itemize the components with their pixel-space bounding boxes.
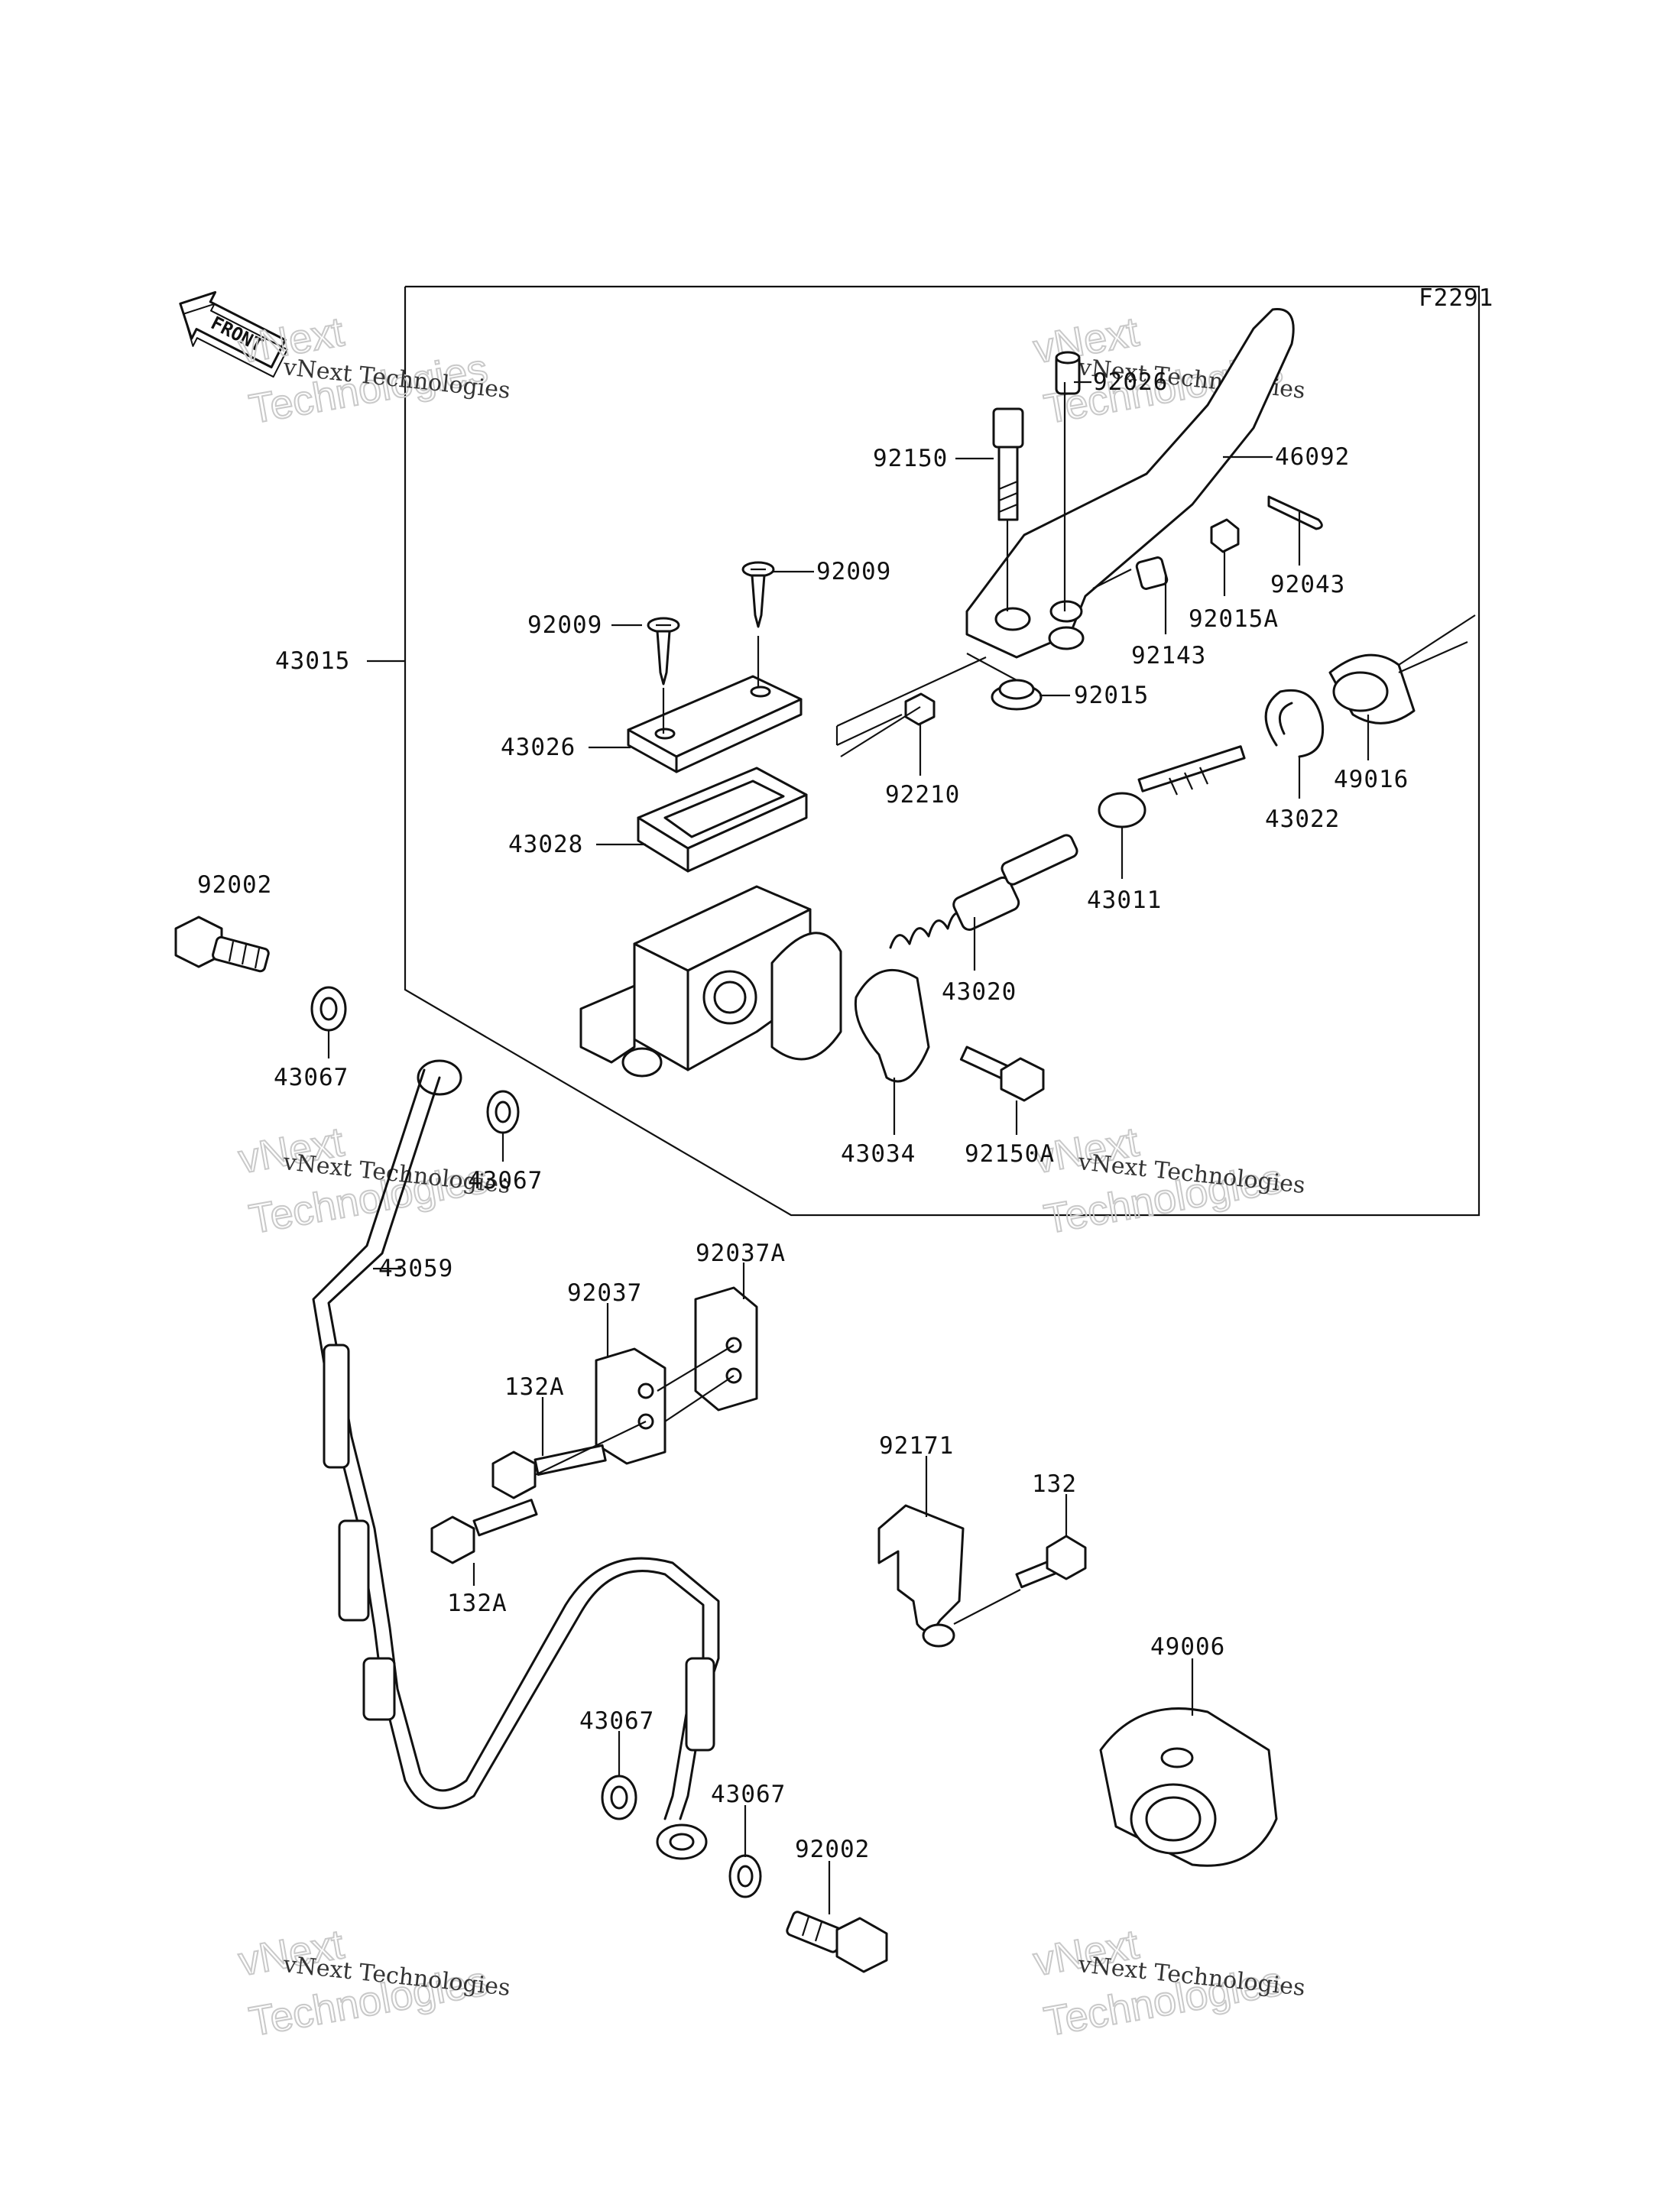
callout-43034: 43034 — [841, 1140, 916, 1168]
callout-92015: 92015 — [1074, 682, 1149, 709]
callout-43028: 43028 — [508, 831, 583, 858]
callout-92002-bottom: 92002 — [795, 1836, 870, 1863]
master-cylinder-part — [579, 885, 842, 1078]
pivot-bolt-part — [992, 407, 1024, 521]
banjo-bolt-top-part — [174, 916, 270, 973]
callout-43020: 43020 — [942, 978, 1017, 1006]
hose-clamp-part — [877, 1504, 965, 1648]
piston-kit-part — [889, 834, 1078, 949]
hose-holder-part — [1099, 1707, 1278, 1867]
washer-part-3 — [601, 1775, 637, 1820]
callout-43059: 43059 — [378, 1255, 453, 1282]
leader-lines — [327, 381, 1476, 1914]
callout-43067-1: 43067 — [274, 1064, 349, 1091]
banjo-bolt-bottom-part — [786, 1911, 888, 1973]
washer-part-1 — [310, 986, 347, 1032]
dust-boot-part — [1328, 653, 1416, 724]
screw-part-1 — [647, 617, 680, 686]
callout-92043: 92043 — [1270, 571, 1345, 598]
screw-part-2 — [741, 561, 775, 628]
callout-132a-2: 132A — [447, 1590, 508, 1617]
callout-46092: 46092 — [1275, 443, 1350, 471]
callout-43026: 43026 — [501, 734, 576, 761]
callout-43067-2: 43067 — [468, 1167, 543, 1195]
lever-part — [965, 308, 1295, 659]
callout-92037a: 92037A — [696, 1240, 786, 1267]
bolt-132a-part-1 — [491, 1444, 607, 1499]
nut-92210-part — [904, 692, 936, 726]
callout-92143: 92143 — [1131, 642, 1206, 669]
callout-132: 132 — [1032, 1470, 1077, 1498]
bolt-132-part — [1015, 1535, 1087, 1589]
callout-49006: 49006 — [1150, 1633, 1225, 1661]
callout-92009-a: 92009 — [816, 558, 891, 585]
reservoir-cap-part — [627, 675, 803, 773]
callout-92171: 92171 — [879, 1432, 954, 1460]
callout-92210: 92210 — [885, 781, 960, 809]
pushrod-part — [1098, 745, 1246, 828]
assembly-outline — [404, 285, 1481, 1217]
clamp-bolt-part — [959, 1045, 1045, 1102]
callout-43015: 43015 — [275, 647, 350, 675]
washer-part-2 — [486, 1090, 520, 1134]
callout-43011: 43011 — [1087, 887, 1162, 914]
callout-92009-b: 92009 — [527, 611, 602, 639]
circlip-part — [1264, 689, 1325, 758]
callout-49016: 49016 — [1334, 766, 1409, 793]
flange-nut-part — [991, 679, 1043, 711]
clamp-part — [854, 968, 930, 1083]
callout-92150: 92150 — [873, 445, 948, 472]
callout-92015a: 92015A — [1189, 605, 1279, 633]
callout-92002-top: 92002 — [197, 871, 272, 899]
cotter-pin-part — [1267, 495, 1323, 530]
figure-id: F2291 — [1419, 284, 1494, 312]
adjuster-part — [1135, 556, 1169, 590]
callout-92026: 92026 — [1093, 368, 1168, 396]
callout-92150a: 92150A — [965, 1140, 1055, 1168]
callout-132a-1: 132A — [504, 1373, 565, 1401]
callout-43067-3: 43067 — [579, 1707, 654, 1735]
collar-part — [1055, 351, 1081, 395]
bolt-132a-part-2 — [430, 1499, 538, 1564]
washer-part-4 — [728, 1854, 762, 1898]
nut-small-part — [1210, 518, 1240, 553]
callout-43022: 43022 — [1265, 806, 1340, 833]
brake-hose-part — [312, 1059, 720, 1860]
diaphragm-part — [637, 767, 808, 873]
callout-43067-4: 43067 — [711, 1781, 786, 1808]
hose-bracket-part — [595, 1347, 666, 1465]
callout-92037: 92037 — [567, 1279, 642, 1307]
